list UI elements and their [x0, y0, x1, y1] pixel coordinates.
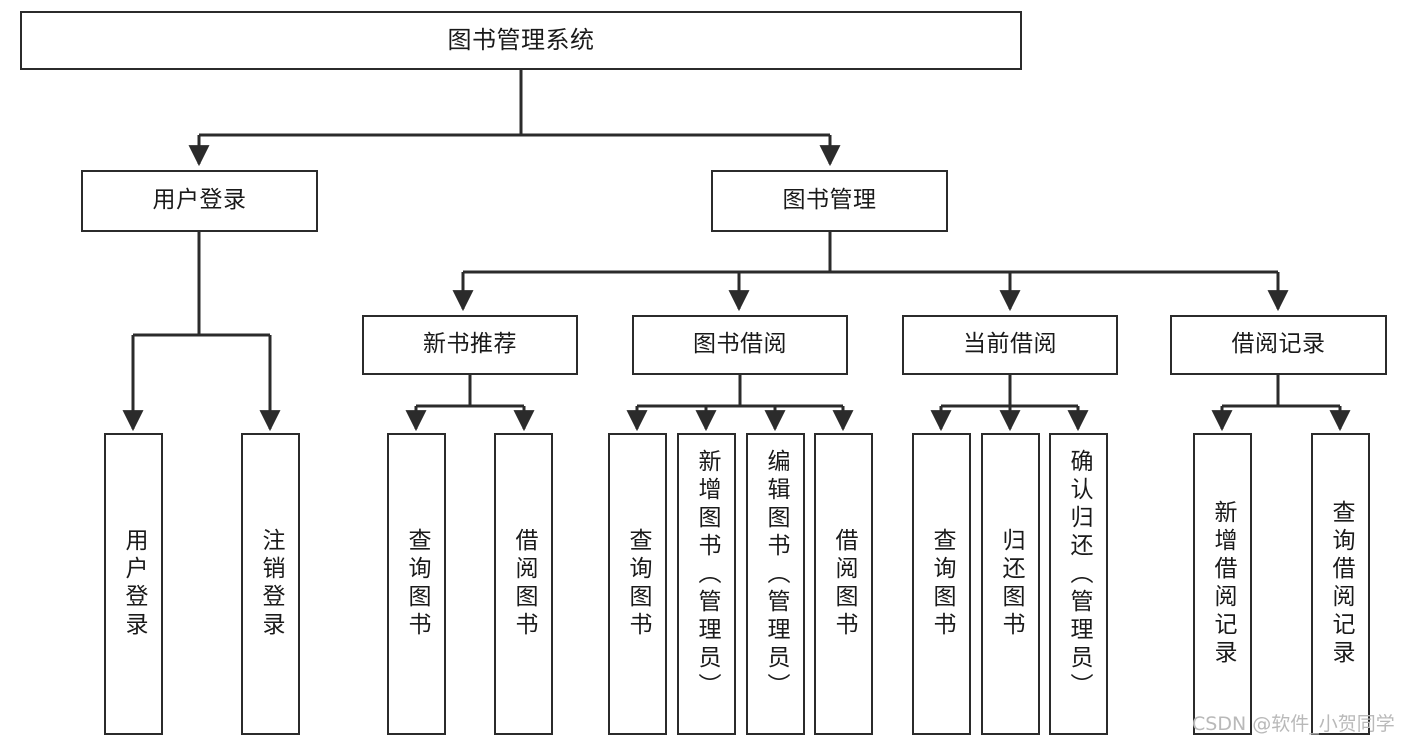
- node-leaf-return-book[interactable]: 归还图书: [981, 433, 1040, 735]
- node-leaf-add-book-admin[interactable]: 新增图书（管理员）: [677, 433, 736, 735]
- node-new-book-recommend[interactable]: 新书推荐: [362, 315, 578, 375]
- node-book-management-label: 图书管理: [782, 187, 877, 214]
- watermark-text: CSDN @软件_小贺同学: [1192, 713, 1395, 735]
- node-leaf-add-borrow-record-label: 新增借阅记录: [1210, 500, 1236, 668]
- node-current-borrow-label: 当前借阅: [963, 331, 1057, 358]
- node-leaf-query-borrow-record-label: 查询借阅记录: [1328, 500, 1354, 668]
- node-user-login[interactable]: 用户登录: [81, 170, 318, 232]
- node-leaf-borrow-book-recommend-label: 借阅图书: [511, 528, 537, 640]
- node-leaf-logout[interactable]: 注销登录: [241, 433, 300, 735]
- node-leaf-query-book-recommend-label: 查询图书: [404, 528, 430, 640]
- node-leaf-user-login-label: 用户登录: [121, 528, 147, 640]
- node-leaf-edit-book-admin[interactable]: 编辑图书（管理员）: [746, 433, 805, 735]
- node-current-borrow[interactable]: 当前借阅: [902, 315, 1118, 375]
- node-leaf-query-book-current[interactable]: 查询图书: [912, 433, 971, 735]
- node-book-management[interactable]: 图书管理: [711, 170, 948, 232]
- node-leaf-borrow-book-recommend[interactable]: 借阅图书: [494, 433, 553, 735]
- node-leaf-user-login[interactable]: 用户登录: [104, 433, 163, 735]
- node-root-label: 图书管理系统: [447, 26, 595, 55]
- node-root-book-management-system[interactable]: 图书管理系统: [20, 11, 1022, 70]
- node-user-login-label: 用户登录: [152, 187, 247, 214]
- node-leaf-confirm-return-admin-label: 确认归还（管理员）: [1066, 449, 1092, 701]
- node-leaf-borrow-book[interactable]: 借阅图书: [814, 433, 873, 735]
- node-leaf-return-book-label: 归还图书: [998, 528, 1024, 640]
- node-borrow-record-label: 借阅记录: [1231, 331, 1326, 358]
- node-book-borrow-label: 图书借阅: [693, 331, 787, 358]
- node-book-borrow[interactable]: 图书借阅: [632, 315, 848, 375]
- node-borrow-record[interactable]: 借阅记录: [1170, 315, 1387, 375]
- node-leaf-query-book-borrow[interactable]: 查询图书: [608, 433, 667, 735]
- node-leaf-logout-label: 注销登录: [258, 528, 284, 640]
- node-leaf-edit-book-admin-label: 编辑图书（管理员）: [763, 449, 789, 701]
- node-leaf-query-book-recommend[interactable]: 查询图书: [387, 433, 446, 735]
- node-leaf-confirm-return-admin[interactable]: 确认归还（管理员）: [1049, 433, 1108, 735]
- node-leaf-query-book-borrow-label: 查询图书: [625, 528, 651, 640]
- node-new-book-recommend-label: 新书推荐: [423, 331, 517, 358]
- node-leaf-query-borrow-record[interactable]: 查询借阅记录: [1311, 433, 1370, 735]
- node-leaf-borrow-book-label: 借阅图书: [831, 528, 857, 640]
- node-leaf-add-borrow-record[interactable]: 新增借阅记录: [1193, 433, 1252, 735]
- node-leaf-query-book-current-label: 查询图书: [929, 528, 955, 640]
- node-leaf-add-book-admin-label: 新增图书（管理员）: [694, 449, 720, 701]
